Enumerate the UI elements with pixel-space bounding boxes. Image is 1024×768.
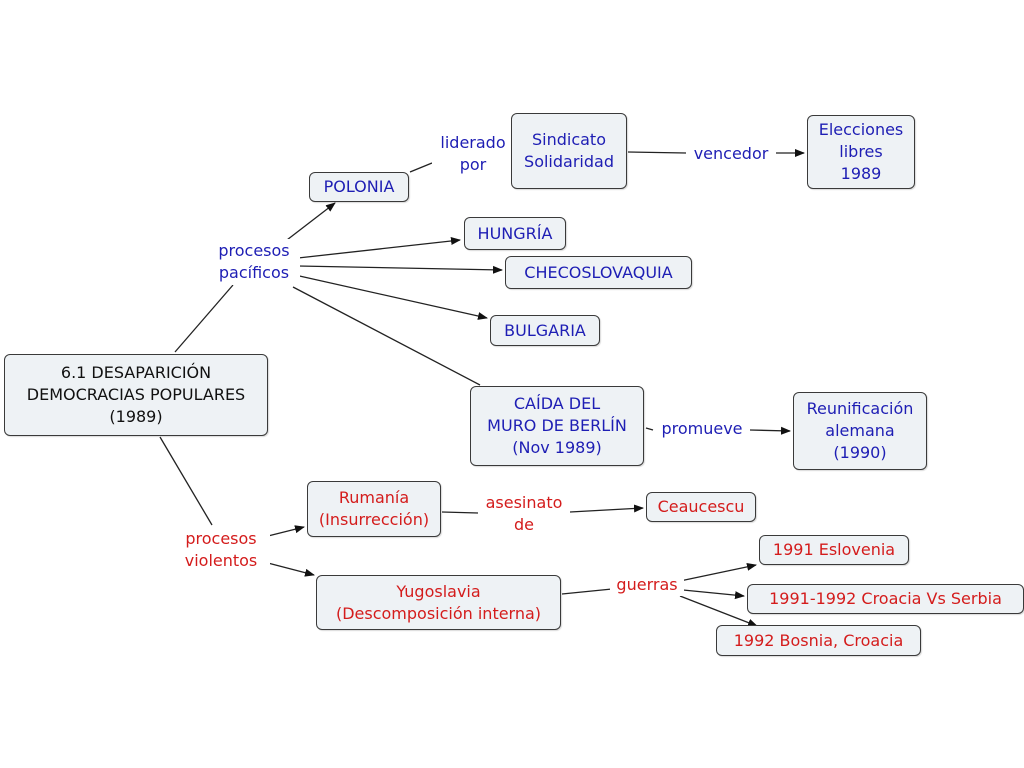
yugoslavia-line-2: (Descomposición interna): [335, 603, 542, 623]
peaceful-label-line-1: procesos: [218, 241, 290, 260]
link-polonia-liderado: [409, 162, 433, 173]
solidaridad-line-1: Sindicato: [531, 130, 606, 149]
bosnia-label: 1992 Bosnia, Croacia: [733, 630, 904, 650]
link-promueve-reunificacion: [749, 426, 791, 435]
node-caida-muro-berlin[interactable]: CAÍDA DEL MURO DE BERLÍN (Nov 1989): [470, 386, 644, 466]
reunificacion-line-1: Reunificación: [806, 399, 914, 418]
violent-label-line-2: violentos: [184, 551, 258, 570]
berlin-line-2: MURO DE BERLÍN: [487, 416, 627, 435]
violent-label-line-1: procesos: [185, 529, 257, 548]
node-bulgaria[interactable]: BULGARIA: [490, 315, 600, 346]
vencedor-label: vencedor: [686, 143, 776, 165]
node-croacia-vs-serbia[interactable]: 1991-1992 Croacia Vs Serbia: [747, 584, 1024, 614]
promueve-text: promueve: [661, 419, 743, 438]
bulgaria-label: BULGARIA: [504, 320, 586, 340]
node-rumania[interactable]: Rumanía (Insurrección): [307, 481, 441, 537]
rumania-line-1: Rumanía: [338, 488, 410, 507]
root-line-1: 6.1 DESAPARICIÓN: [60, 363, 212, 382]
root-line-3: (1989): [109, 407, 163, 426]
node-yugoslavia[interactable]: Yugoslavia (Descomposición interna): [316, 575, 561, 630]
link-peaceful-polonia: [282, 202, 336, 244]
rumania-line-2: (Insurrección): [318, 510, 430, 529]
eslovenia-label: 1991 Eslovenia: [772, 540, 896, 559]
node-1991-eslovenia[interactable]: 1991 Eslovenia: [759, 535, 909, 565]
node-hungria[interactable]: HUNGRÍA: [464, 217, 566, 250]
croacia-serbia-label: 1991-1992 Croacia Vs Serbia: [769, 589, 1002, 608]
root-node[interactable]: 6.1 DESAPARICIÓN DEMOCRACIAS POPULARES (…: [4, 354, 268, 436]
liderado-por-label: liderado por: [432, 131, 514, 177]
solidaridad-line-2: Solidaridad: [524, 152, 614, 171]
guerras-text: guerras: [616, 575, 678, 594]
node-ceaucescu[interactable]: Ceaucescu: [646, 492, 756, 522]
node-sindicato-solidaridad[interactable]: Sindicato Solidaridad: [511, 113, 627, 189]
link-peaceful-hungria: [297, 237, 461, 259]
hungria-label: HUNGRÍA: [477, 223, 553, 243]
link-guerras-bosnia: [679, 595, 758, 627]
violent-processes-label: procesos violentos: [172, 527, 270, 573]
asesinato-line-2: de: [514, 515, 534, 534]
elecciones-line-3: 1989: [840, 164, 882, 183]
liderado-line-2: por: [459, 155, 487, 174]
link-violent-yugoslavia: [263, 561, 315, 577]
link-guerras-eslovenia: [679, 562, 757, 582]
polonia-label: POLONIA: [323, 177, 395, 196]
root-line-2: DEMOCRACIAS POPULARES: [26, 385, 246, 404]
link-peaceful-checo: [297, 265, 503, 274]
berlin-line-3: (Nov 1989): [512, 438, 602, 457]
asesinato-line-1: asesinato: [485, 493, 563, 512]
link-root-violent: [159, 436, 213, 526]
node-checoslovaquia[interactable]: CHECOSLOVAQUIA: [505, 256, 692, 289]
node-elecciones-libres[interactable]: Elecciones libres 1989: [807, 115, 915, 189]
ceaucescu-label: Ceaucescu: [657, 497, 745, 516]
berlin-line-1: CAÍDA DEL: [513, 394, 601, 413]
link-rumania-asesinato: [441, 511, 479, 514]
node-1992-bosnia-croacia[interactable]: 1992 Bosnia, Croacia: [716, 625, 921, 656]
link-asesinato-ceaucescu: [569, 504, 644, 513]
asesinato-de-label: asesinato de: [478, 491, 570, 537]
link-root-peaceful: [174, 284, 234, 353]
link-violent-rumania: [263, 525, 305, 538]
reunificacion-line-2: alemana: [825, 421, 895, 440]
elecciones-line-2: libres: [839, 142, 883, 161]
yugoslavia-line-1: Yugoslavia: [396, 581, 481, 601]
link-peaceful-bulgaria: [294, 274, 488, 320]
link-yugoslavia-guerras: [561, 588, 613, 595]
checoslovaquia-label: CHECOSLOVAQUIA: [524, 262, 673, 282]
node-reunificacion-alemana[interactable]: Reunificación alemana (1990): [793, 392, 927, 470]
promueve-label: promueve: [654, 418, 750, 440]
link-peaceful-berlin: [292, 286, 481, 386]
link-guerras-croacia: [682, 589, 745, 600]
reunificacion-line-3: (1990): [833, 443, 887, 462]
node-polonia[interactable]: POLONIA: [309, 172, 409, 202]
elecciones-line-1: Elecciones: [818, 120, 904, 139]
vencedor-text: vencedor: [693, 144, 769, 163]
guerras-label: guerras: [610, 574, 684, 596]
liderado-line-1: liderado: [440, 133, 506, 152]
link-berlin-promueve: [645, 427, 654, 431]
peaceful-label-line-2: pacíficos: [218, 263, 290, 282]
link-solidaridad-vencedor: [627, 151, 687, 154]
peaceful-processes-label: procesos pacíficos: [208, 239, 300, 285]
